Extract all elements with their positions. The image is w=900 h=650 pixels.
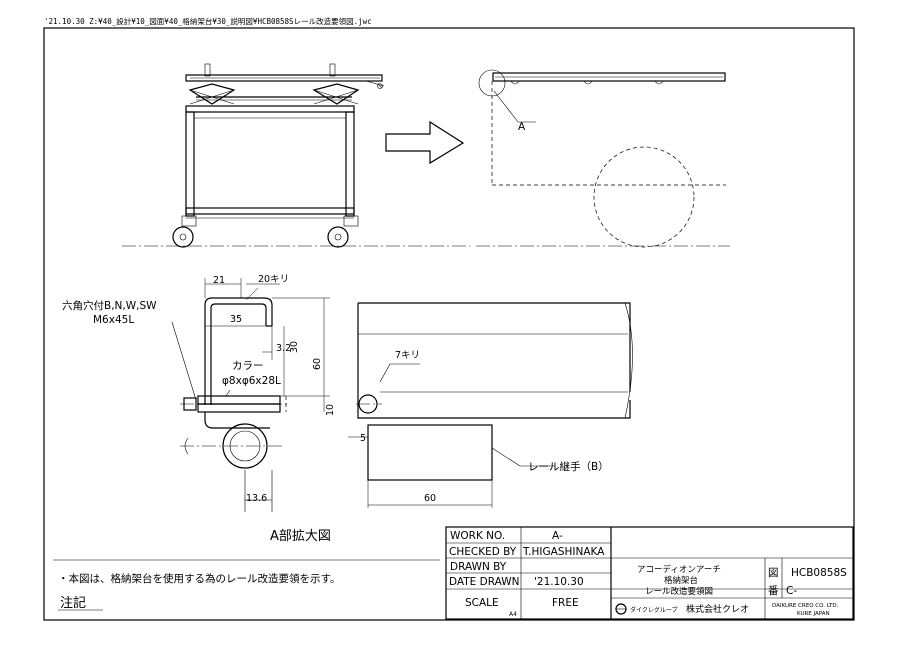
bolt-callout-line2: M6x45L bbox=[93, 314, 134, 326]
dim-20kiri: 20キリ bbox=[258, 274, 289, 285]
rail-joint-callout: レール継手（B） bbox=[528, 460, 609, 473]
checked-by-label: CHECKED BY bbox=[449, 546, 517, 558]
bracket-wheel bbox=[222, 423, 268, 469]
drawing-sub-number: C- bbox=[786, 585, 797, 597]
collar bbox=[197, 395, 281, 405]
collar-callout-line1: カラー bbox=[232, 360, 264, 372]
dim-30: 30 bbox=[289, 341, 300, 353]
dim-60-horizontal: 60 bbox=[424, 493, 436, 504]
bracket-dimensions bbox=[171, 278, 330, 501]
collar-callout-line2: φ8xφ6x28L bbox=[222, 375, 281, 387]
detail-bracket-view bbox=[180, 297, 290, 512]
frame-left-leg bbox=[185, 111, 195, 217]
checked-by-value: T.HIGASHINAKA bbox=[522, 546, 605, 558]
dim-10: 10 bbox=[325, 404, 336, 416]
file-path: '21.10.30 Z:¥40_設計¥10_図面¥40_格納架台¥30_説明図¥… bbox=[44, 17, 372, 26]
rail-top bbox=[185, 74, 383, 82]
work-no-value: A- bbox=[552, 530, 563, 542]
caster-right bbox=[327, 226, 349, 248]
frame-bottom-bar bbox=[185, 207, 355, 215]
wheel-outline bbox=[593, 146, 695, 248]
company-english-1: DAIKURE CREO CO. LTD. bbox=[772, 603, 839, 609]
detail-rail-view bbox=[348, 302, 633, 508]
drawing-no-label-2: 番 bbox=[768, 585, 779, 597]
sheet-border bbox=[43, 27, 855, 621]
scissor-left bbox=[188, 83, 236, 105]
title-line-3: レール改造要領図 bbox=[645, 586, 713, 597]
drawing-no-label-1: 図 bbox=[768, 567, 779, 579]
dim-60-vertical: 60 bbox=[312, 358, 323, 370]
drawing-number: HCB0858S bbox=[791, 567, 847, 579]
cart-side-view bbox=[122, 63, 470, 248]
title-line-1: アコーディオンアーチ bbox=[637, 564, 721, 575]
dim-7kiri: 7キリ bbox=[395, 350, 420, 361]
transition-arrow bbox=[385, 120, 465, 165]
dim-35: 35 bbox=[230, 314, 242, 325]
dim-21: 21 bbox=[213, 275, 225, 286]
rail-joint-b bbox=[367, 424, 493, 481]
caster-left bbox=[172, 226, 194, 248]
modified-view bbox=[476, 69, 730, 248]
detail-title: A部拡大図 bbox=[270, 529, 331, 544]
frame-top-bar bbox=[185, 105, 355, 113]
scale-value: FREE bbox=[552, 597, 579, 609]
scale-label: SCALE bbox=[465, 597, 499, 609]
note-title: 注記 bbox=[60, 595, 86, 611]
drawn-by-label: DRAWN BY bbox=[450, 561, 507, 573]
scissor-right bbox=[312, 83, 360, 105]
dim-13-6: 13.6 bbox=[246, 493, 267, 504]
title-block bbox=[445, 526, 854, 620]
title-line-2: 格納架台 bbox=[664, 575, 698, 586]
rail-modified bbox=[492, 72, 726, 82]
dim-3-2: 3.2 bbox=[276, 343, 291, 354]
note-text: ・本図は、格納架台を使用する為のレール改造要領を示す。 bbox=[58, 572, 340, 585]
dim-5: 5 bbox=[360, 433, 366, 444]
company-group: ダイクレグループ bbox=[630, 606, 678, 614]
bolt-callout-line1: 六角穴付B,N,W,SW bbox=[62, 299, 157, 312]
date-drawn-label: DATE DRAWN bbox=[449, 576, 519, 588]
date-drawn-value: '21.10.30 bbox=[534, 576, 584, 588]
company-english-2: KURE JAPAN bbox=[797, 611, 830, 617]
work-no-label: WORK NO. bbox=[450, 530, 505, 542]
frame-right-leg bbox=[345, 111, 355, 217]
detail-marker-label: A bbox=[518, 121, 526, 133]
company-name: 株式会社クレオ bbox=[686, 603, 749, 615]
paper-size: A4 bbox=[509, 611, 517, 618]
